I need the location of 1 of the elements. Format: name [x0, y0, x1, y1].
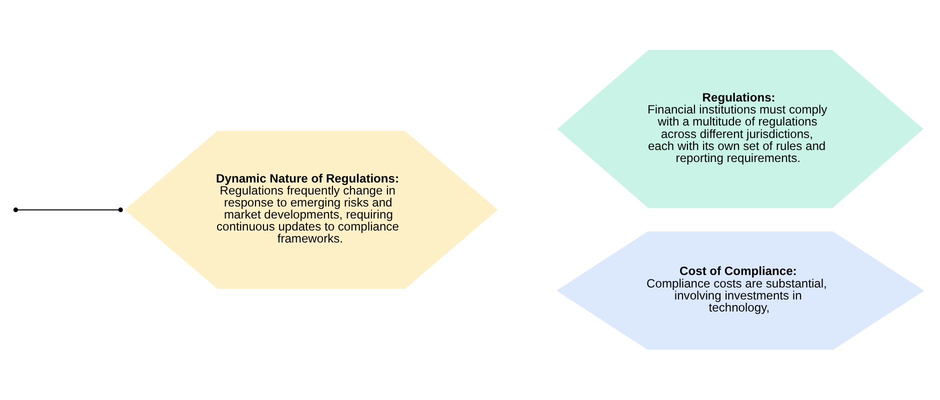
connector [17, 209, 120, 210]
